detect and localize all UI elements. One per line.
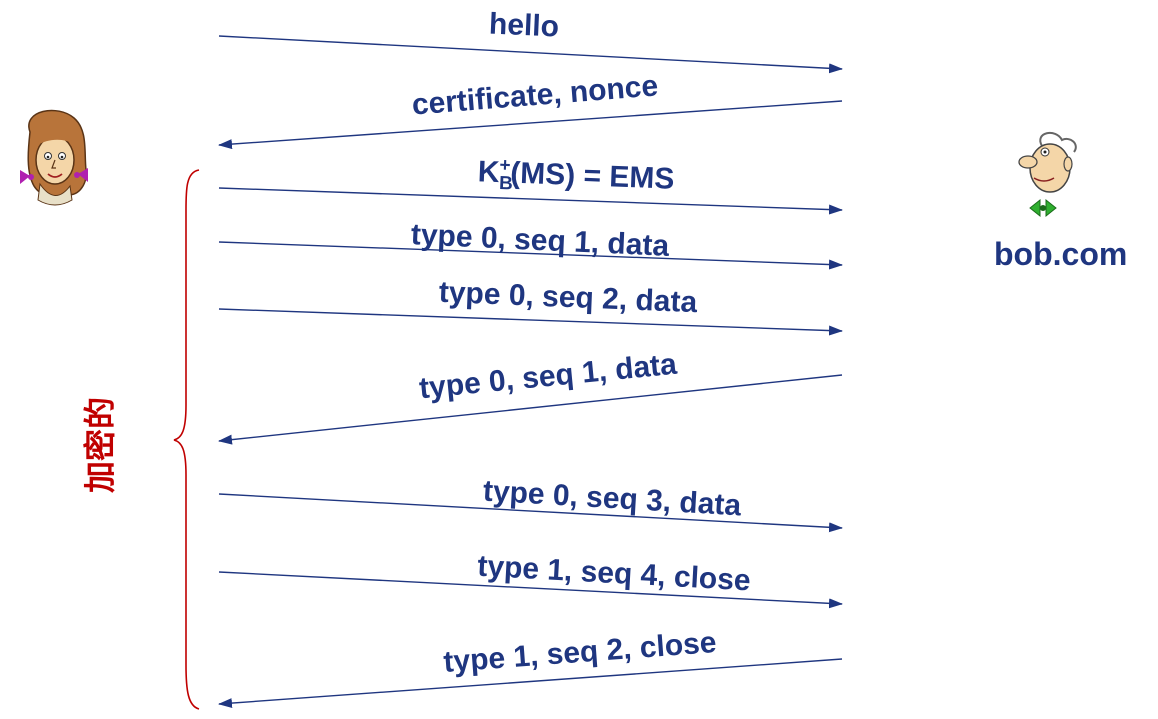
bob-icon (1018, 131, 1077, 218)
message-arrow-m6 (218, 658, 843, 709)
message-arrow-kb (218, 187, 843, 215)
encrypted-brace (173, 169, 200, 710)
message-arrow-m1 (218, 241, 843, 270)
message-label-kb: KB+(MS) = EMS (477, 154, 675, 202)
key-superscript: + (499, 155, 511, 177)
message-arrow-m2 (218, 308, 843, 336)
key-symbol: K (477, 155, 501, 190)
encrypted-label: 加密的 (81, 396, 119, 494)
message-arrow-m3 (218, 374, 843, 445)
alice-icon (20, 109, 88, 206)
key-expression: (MS) = EMS (509, 156, 676, 196)
message-arrow-m4 (218, 493, 843, 533)
message-arrow-cert (218, 100, 843, 150)
message-arrow-hello (218, 35, 843, 74)
bob-label: bob.com (994, 236, 1128, 272)
message-label-hello: hello (488, 7, 560, 44)
message-arrow-m5 (218, 571, 843, 609)
